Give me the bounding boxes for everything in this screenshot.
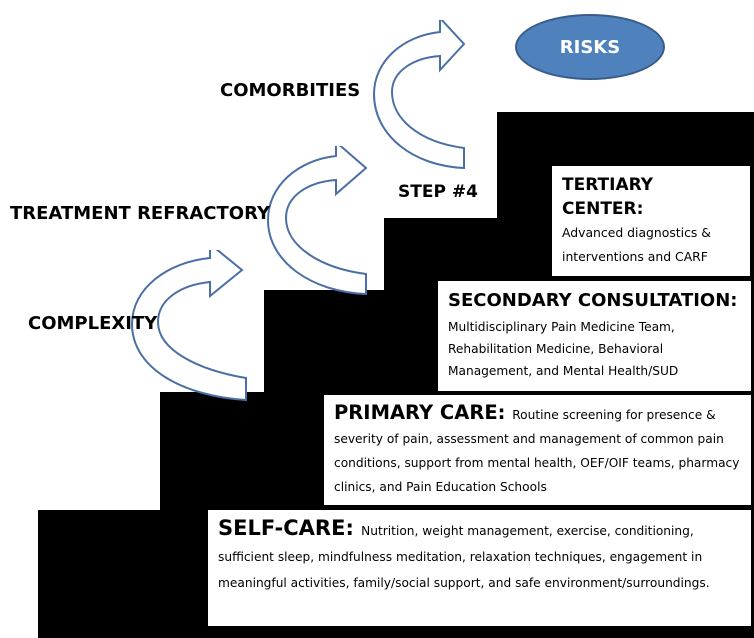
self-care-box: SELF-CARE: Nutrition, weight management,… <box>207 509 752 627</box>
risks-ellipse: RISKS <box>515 14 665 80</box>
primary-body: Routine screening for presence & severit… <box>334 408 740 494</box>
primary-care-box: PRIMARY CARE: Routine screening for pres… <box>323 394 752 506</box>
primary-heading: PRIMARY CARE: <box>334 401 513 424</box>
step-2-label: STEP #2 <box>172 407 252 427</box>
tertiary-center-box: TERTIARY CENTER: Advanced diagnostics & … <box>551 165 751 288</box>
step-1-label: STEP #1 <box>56 537 136 557</box>
curved-arrow-step3 <box>266 146 368 296</box>
selfcare-heading: SELF-CARE: <box>218 516 362 540</box>
secondary-consultation-box: SECONDARY CONSULTATION: Multidisciplinar… <box>437 280 752 392</box>
step-3-label: STEP #3 <box>285 298 365 318</box>
selfcare-body: Nutrition, weight management, exercise, … <box>218 524 710 590</box>
tertiary-body: Advanced diagnostics & interventions and… <box>562 225 711 288</box>
comorbidities-label: COMORBITIES <box>220 80 361 101</box>
secondary-heading: SECONDARY CONSULTATION: <box>448 290 738 311</box>
treatment-refractory-label: TREATMENT REFRACTORY <box>10 203 271 224</box>
risks-label: RISKS <box>559 36 621 58</box>
step-4-label: STEP #4 <box>398 182 478 202</box>
tertiary-heading: TERTIARY CENTER: <box>562 175 654 219</box>
curved-arrow-step2 <box>130 250 247 402</box>
secondary-body: Multidisciplinary Pain Medicine Team, Re… <box>448 320 679 378</box>
complexity-label: COMPLEXITY <box>28 313 158 334</box>
curved-arrow-step4 <box>372 20 466 170</box>
